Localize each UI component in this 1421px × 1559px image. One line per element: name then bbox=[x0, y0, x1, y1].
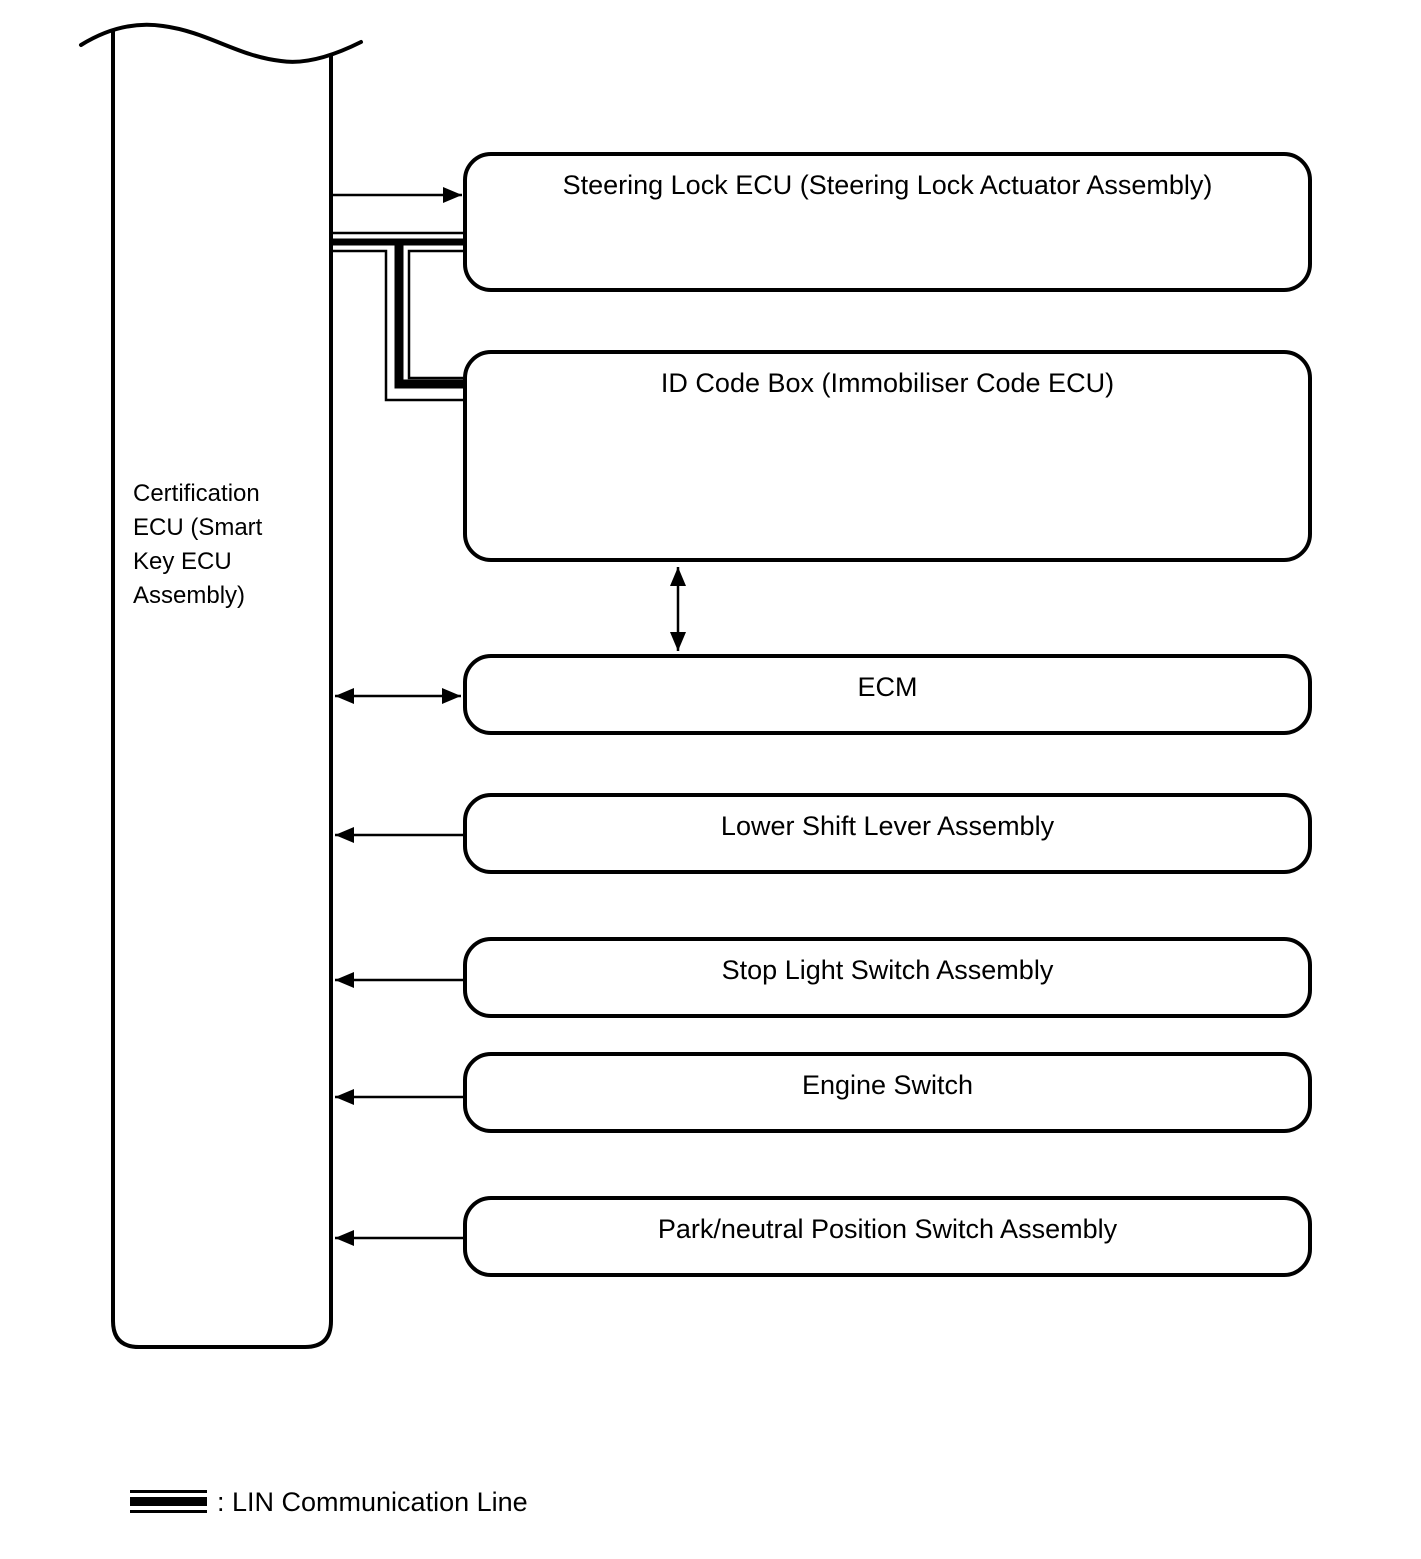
node-park-neutral-switch: Park/neutral Position Switch Assembly bbox=[463, 1196, 1312, 1277]
lin-communication-line bbox=[333, 231, 465, 402]
lin-line-legend-symbol bbox=[130, 1490, 207, 1513]
certification-ecu-label-line: Key ECU bbox=[133, 548, 232, 575]
certification-ecu-label: Certification ECU (Smart Key ECU Assembl… bbox=[133, 477, 323, 613]
node-lower-shift-lever: Lower Shift Lever Assembly bbox=[463, 793, 1312, 874]
node-stop-light-switch: Stop Light Switch Assembly bbox=[463, 937, 1312, 1018]
node-ecm: ECM bbox=[463, 654, 1312, 735]
certification-ecu-outline bbox=[111, 31, 333, 1349]
node-steering-lock-ecu-label: Steering Lock ECU (Steering Lock Actuato… bbox=[562, 170, 1213, 200]
legend-label: : LIN Communication Line bbox=[217, 1487, 528, 1517]
certification-ecu-label-line: Certification bbox=[133, 480, 260, 507]
certification-ecu-label-line: ECU (Smart bbox=[133, 514, 263, 541]
node-engine-switch: Engine Switch bbox=[463, 1052, 1312, 1133]
node-id-code-box-label: ID Code Box (Immobiliser Code ECU) bbox=[660, 368, 1115, 398]
node-id-code-box: ID Code Box (Immobiliser Code ECU) bbox=[463, 350, 1312, 562]
node-steering-lock-ecu: Steering Lock ECU (Steering Lock Actuato… bbox=[463, 152, 1312, 292]
node-engine-switch-label: Engine Switch bbox=[801, 1070, 974, 1100]
node-lower-shift-lever-label: Lower Shift Lever Assembly bbox=[720, 811, 1055, 841]
node-park-neutral-switch-label: Park/neutral Position Switch Assembly bbox=[657, 1214, 1118, 1244]
certification-ecu-label-line: Assembly) bbox=[133, 582, 246, 609]
node-stop-light-switch-label: Stop Light Switch Assembly bbox=[721, 955, 1054, 985]
node-ecm-label: ECM bbox=[857, 672, 918, 702]
certification-ecu-break-line bbox=[79, 22, 363, 64]
